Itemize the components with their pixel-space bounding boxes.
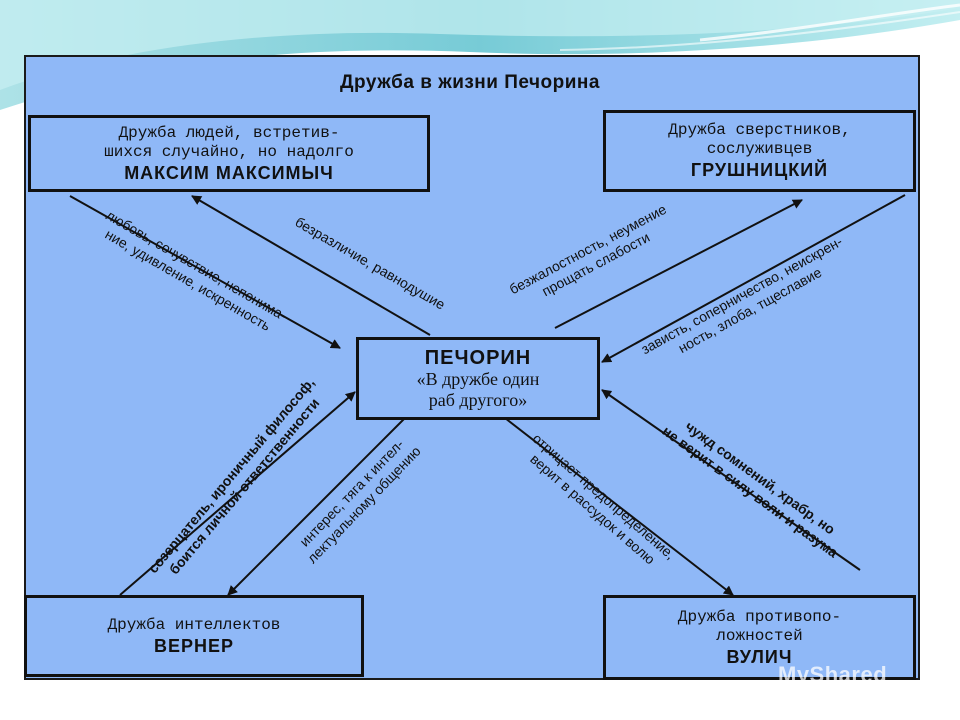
box-line: Дружба интеллектов: [107, 615, 281, 634]
box-maksim-maksimych: Дружба людей, встретив- шихся случайно, …: [28, 115, 430, 192]
watermark: MyShared: [778, 662, 888, 687]
box-line: ложностей: [716, 626, 803, 645]
arrow-bl-outer: [119, 391, 356, 596]
box-line: раб другого»: [428, 389, 528, 410]
arrow-br-outer: [601, 389, 861, 571]
arrow-bl-inner: [227, 417, 406, 596]
box-line: Дружба противопо-: [677, 607, 842, 626]
box-name: ВУЛИЧ: [726, 646, 793, 667]
arrow-tl-inner: [191, 195, 431, 336]
box-verner: Дружба интеллектов ВЕРНЕР: [24, 595, 364, 677]
box-name: ГРУШНИЦКИЙ: [690, 160, 829, 180]
arrow-tl-outer: [69, 195, 341, 349]
box-vulich: Дружба противопо- ложностей ВУЛИЧ: [603, 595, 916, 680]
box-line: Дружба сверстников,: [668, 121, 851, 139]
diagram-title: Дружба в жизни Печорина: [340, 72, 600, 93]
arrow-tr-outer: [601, 194, 906, 363]
box-name: МАКСИМ МАКСИМЫЧ: [124, 162, 334, 183]
box-line: шихся случайно, но надолго: [104, 142, 354, 161]
box-line: сослуживцев: [706, 140, 813, 158]
box-grushnitsky: Дружба сверстников, сослуживцев ГРУШНИЦК…: [603, 110, 916, 192]
box-name: ПЕЧОРИН: [424, 346, 532, 369]
box-name: ВЕРНЕР: [153, 635, 235, 656]
arrow-br-inner: [504, 417, 734, 596]
box-line: Дружба людей, встретив-: [118, 123, 340, 142]
box-pechorin: ПЕЧОРИН «В дружбе один раб другого»: [356, 337, 600, 420]
arrow-tr-inner: [554, 199, 803, 329]
box-line: «В дружбе один: [416, 368, 540, 389]
